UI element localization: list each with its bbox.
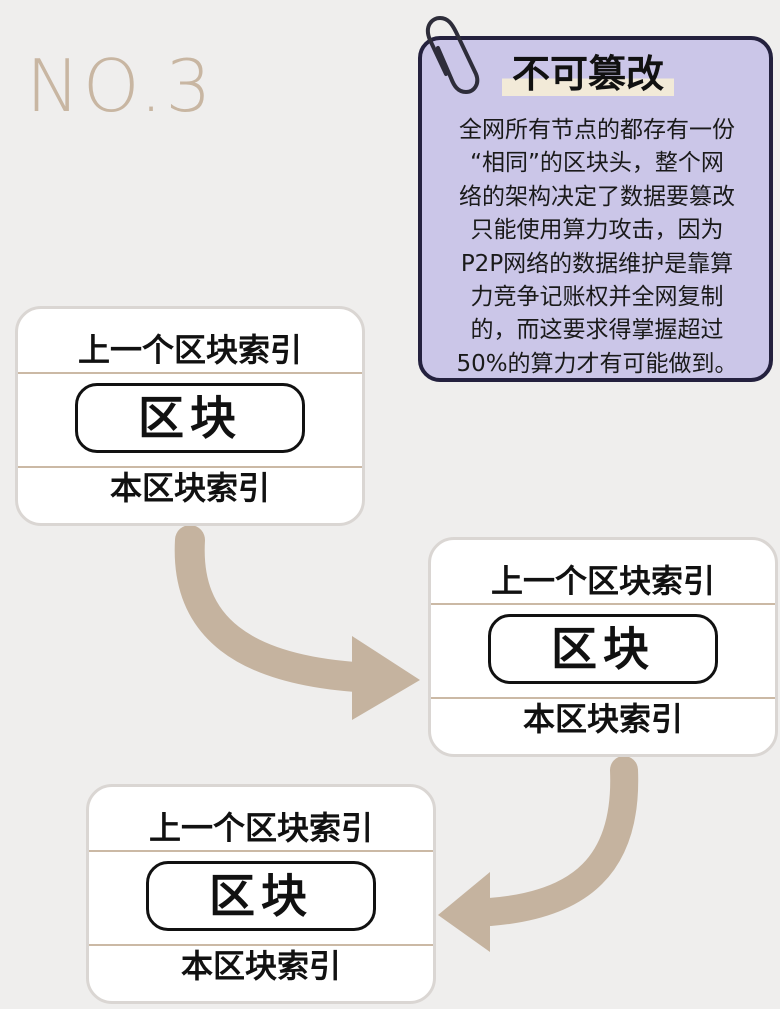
block-label-box: 区块 xyxy=(75,383,305,453)
note-title: 不可篡改 xyxy=(502,53,675,96)
current-block-index-label: 本区块索引 xyxy=(180,947,341,985)
note-line: 的，而这要求得掌握超过 xyxy=(470,317,724,344)
arrow-1-stem xyxy=(174,525,387,693)
note-line: 络的架构决定了数据要篡改 xyxy=(459,183,735,210)
block-card-1: 上一个区块索引 区块 本区块索引 xyxy=(15,306,365,526)
previous-block-index-label: 上一个区块索引 xyxy=(490,562,715,600)
divider xyxy=(431,603,775,605)
divider xyxy=(89,850,433,852)
previous-block-index-label: 上一个区块索引 xyxy=(77,331,302,369)
divider xyxy=(431,697,775,699)
note-line: 力竞争记账权并全网复制 xyxy=(470,284,724,311)
note-line: P2P网络的数据维护是靠算 xyxy=(460,250,734,277)
current-block-index-label: 本区块索引 xyxy=(109,469,270,507)
block-card-2: 上一个区块索引 区块 本区块索引 xyxy=(428,537,778,757)
divider xyxy=(18,466,362,468)
block-label-box: 区块 xyxy=(488,614,718,684)
divider xyxy=(18,372,362,374)
note-line: 全网所有节点的都存有一份 xyxy=(459,117,735,143)
divider xyxy=(89,944,433,946)
paperclip-icon xyxy=(425,16,480,94)
tamper-proof-note: 不可篡改 全网所有节点的都存有一份 “相同”的区块头，整个网 络的架构决定了数据… xyxy=(418,36,773,382)
previous-block-index-label: 上一个区块索引 xyxy=(148,809,373,847)
block-label-box: 区块 xyxy=(146,861,376,931)
page-number-title: NO.3 xyxy=(26,44,215,128)
current-block-index-label: 本区块索引 xyxy=(522,700,683,738)
note-body: 全网所有节点的都存有一份 “相同”的区块头，整个网 络的架构决定了数据要篡改 只… xyxy=(436,114,758,381)
note-line: “相同”的区块头，整个网 xyxy=(470,150,724,177)
note-line: 50%的算力才有可能做到。 xyxy=(456,350,738,377)
arrow-1-head xyxy=(352,636,420,720)
arrow-2-head xyxy=(438,872,490,952)
arrow-2-stem xyxy=(476,756,639,926)
note-line: 只能使用算力攻击，因为 xyxy=(470,217,724,244)
block-card-3: 上一个区块索引 区块 本区块索引 xyxy=(86,784,436,1004)
